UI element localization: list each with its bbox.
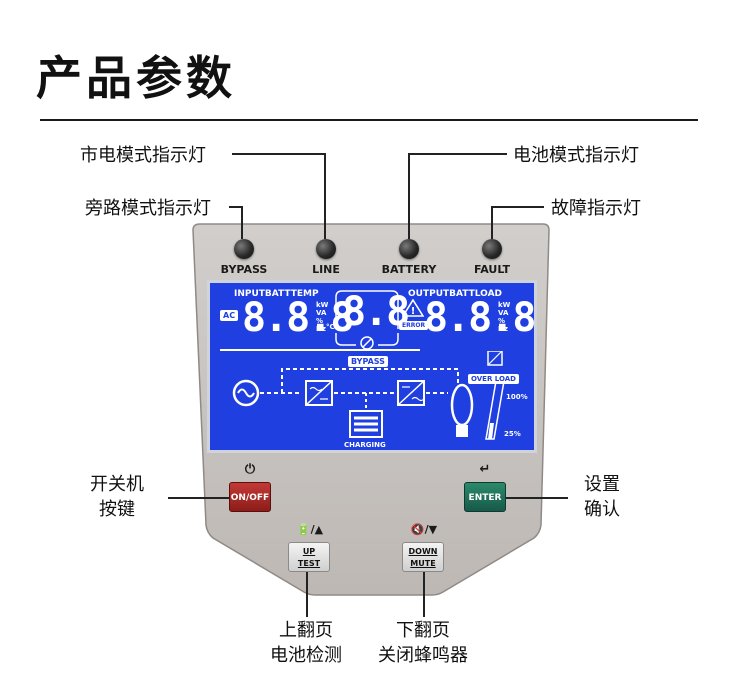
- lcd-error-tag: ERROR: [399, 321, 429, 330]
- callout-bypass-mode: 旁路模式指示灯: [85, 198, 211, 219]
- callout-line: [306, 572, 308, 617]
- callout-line: [423, 572, 425, 617]
- battery-up-icon: 🔋/▲: [296, 523, 324, 536]
- callout-mains-mode: 市电模式指示灯: [80, 145, 206, 166]
- callout-line: [408, 153, 410, 239]
- callout-up-line1: 上翻页: [279, 620, 333, 641]
- callout-line: [491, 206, 493, 239]
- unit-celsius: °C: [326, 323, 335, 331]
- callout-battery-mode: 电池模式指示灯: [513, 145, 639, 166]
- callout-line: [491, 206, 544, 208]
- callout-down-line1: 下翻页: [396, 620, 450, 641]
- lcd-center-digits: 8.8: [342, 289, 410, 335]
- up-label: UP: [302, 547, 316, 556]
- power-icon: ⏻: [244, 462, 256, 477]
- callout-down: 下翻页 关闭蜂鸣器: [365, 618, 481, 668]
- mute-down-icon: 🔇/▼: [410, 523, 438, 536]
- enter-button[interactable]: ENTER: [464, 482, 506, 512]
- on-off-button[interactable]: ON/OFF: [229, 482, 271, 512]
- fault-led: [482, 239, 502, 259]
- callout-confirm-line2: 确认: [584, 499, 620, 520]
- unit-va: VA: [316, 309, 327, 317]
- svg-text:!: !: [411, 306, 416, 317]
- callout-power-key: 开关机 按键: [72, 472, 162, 522]
- up-test-button[interactable]: UP TEST: [288, 542, 330, 572]
- lcd-bypass-tag: BYPASS: [348, 356, 388, 367]
- lcd-output-header: OUTPUTBATTLOAD: [408, 289, 503, 299]
- fault-led-label: FAULT: [473, 263, 511, 276]
- mute-label: MUTE: [410, 559, 436, 568]
- test-label: TEST: [297, 559, 321, 568]
- line-led: [316, 239, 336, 259]
- lcd-flow-diagram: [232, 351, 505, 440]
- callout-line: [241, 206, 243, 239]
- unit-va: VA: [498, 309, 509, 317]
- warning-icon: !: [402, 299, 424, 317]
- callout-line: [324, 153, 326, 239]
- unit-kw: kW: [316, 301, 329, 309]
- callout-down-line2: 关闭蜂鸣器: [378, 645, 468, 666]
- bypass-led-label: BYPASS: [220, 263, 268, 276]
- lcd-load-25: 25%: [504, 430, 521, 438]
- callout-line: [168, 497, 230, 499]
- lcd-divider: [220, 349, 420, 351]
- lcd-right-digits: 8.8.8: [424, 295, 536, 341]
- lcd-units-left: kW VA % Hz: [316, 301, 328, 333]
- lcd-load-100: 100%: [506, 393, 528, 401]
- battery-led-label: BATTERY: [381, 263, 437, 276]
- battery-led: [399, 239, 419, 259]
- lcd-overload-tag: OVER LOAD: [468, 374, 519, 384]
- unit-hz: Hz: [316, 325, 326, 333]
- unit-percent: %: [498, 317, 506, 325]
- callout-fault: 故障指示灯: [551, 198, 641, 219]
- page-title: 产品参数: [36, 51, 236, 105]
- callout-confirm: 设置 确认: [572, 472, 632, 522]
- callout-line: [229, 206, 242, 208]
- callout-power-key-line1: 开关机: [90, 474, 144, 495]
- title-divider: [40, 119, 698, 121]
- lcd-charging: CHARGING: [344, 441, 386, 449]
- callout-up-line2: 电池检测: [270, 645, 342, 666]
- down-mute-button[interactable]: DOWN MUTE: [402, 542, 444, 572]
- unit-kw: kW: [498, 301, 511, 309]
- unit-percent: %: [316, 317, 324, 325]
- lcd-units-right: kW VA % Hz: [498, 301, 510, 333]
- enter-arrow-icon: ↵: [479, 462, 491, 477]
- callout-line: [409, 153, 507, 155]
- callout-up: 上翻页 电池检测: [256, 618, 356, 668]
- lcd-center-frame: [335, 290, 399, 350]
- lcd-ac-tag: AC: [220, 310, 239, 321]
- callout-power-key-line2: 按键: [99, 499, 135, 520]
- callout-line: [506, 497, 568, 499]
- callout-confirm-line1: 设置: [584, 474, 620, 495]
- bypass-led: [234, 239, 254, 259]
- callout-line: [232, 153, 325, 155]
- lcd-display: INPUTBATTTEMP OUTPUTBATTLOAD AC 8.8.8 kW…: [207, 280, 537, 453]
- down-label: DOWN: [408, 547, 438, 556]
- lcd-input-header: INPUTBATTTEMP: [234, 289, 319, 299]
- unit-hz: Hz: [498, 325, 508, 333]
- line-led-label: LINE: [312, 263, 340, 276]
